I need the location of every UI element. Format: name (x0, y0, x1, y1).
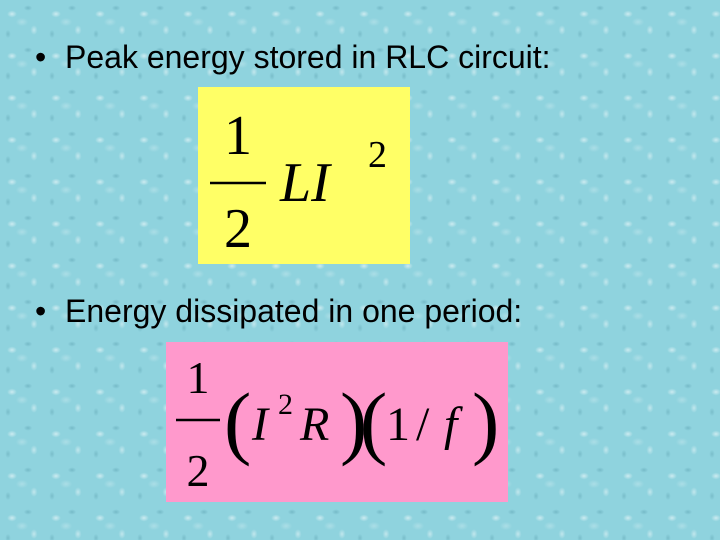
open-paren-2: ( (360, 376, 387, 467)
formula-peak-energy-svg: 1 2 LI 2 (210, 105, 387, 260)
current-symbol: I (251, 398, 270, 451)
formula-exponent: 2 (368, 134, 387, 176)
close-paren-2: ) (472, 376, 499, 467)
period-numerator: 1 (386, 398, 410, 451)
fraction-numerator: 1 (224, 105, 252, 167)
bullet-marker: • (35, 39, 47, 75)
formula-energy-dissipated: 1 2 ( I 2 R ) ( 1 / f ) (166, 342, 508, 502)
fraction-numerator: 1 (187, 352, 210, 403)
formula-peak-energy: 1 2 LI 2 (198, 87, 410, 264)
current-exponent: 2 (278, 388, 293, 421)
bullet-text: Peak energy stored in RLC circuit: (65, 39, 551, 75)
open-paren-1: ( (224, 376, 251, 467)
division-slash: / (416, 398, 430, 451)
fraction-denominator: 2 (224, 198, 252, 260)
frequency-symbol: f (444, 398, 463, 451)
bullet-text: Energy dissipated in one period: (65, 293, 523, 329)
bullet-peak-energy: • Peak energy stored in RLC circuit: (35, 37, 551, 77)
fraction-denominator: 2 (187, 445, 210, 496)
formula-body-inductance-current: LI (279, 152, 332, 214)
resistance-symbol: R (299, 398, 329, 451)
bullet-marker: • (35, 293, 47, 329)
close-paren-1: ) (340, 376, 367, 467)
formula-energy-dissipated-svg: 1 2 ( I 2 R ) ( 1 / f ) (176, 352, 499, 496)
bullet-energy-dissipated: • Energy dissipated in one period: (35, 291, 522, 331)
